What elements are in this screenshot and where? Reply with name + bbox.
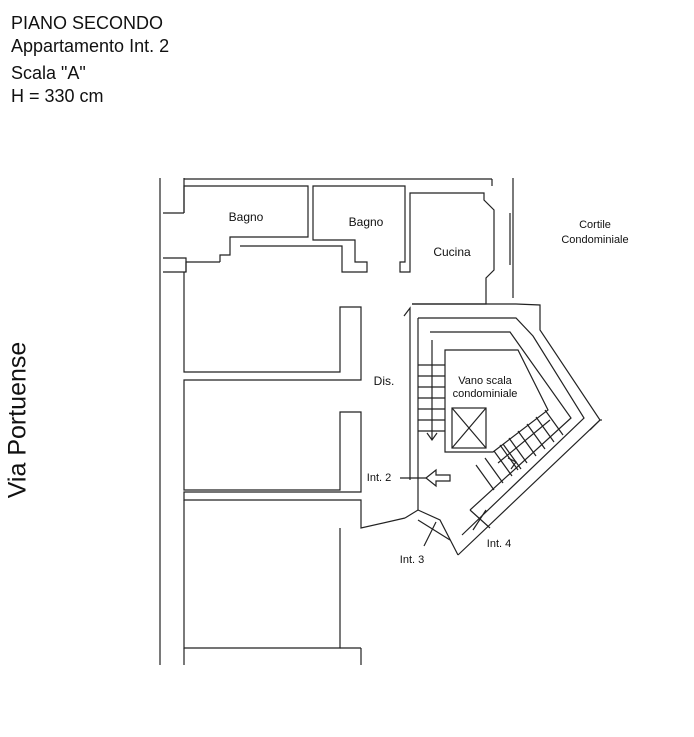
- unit-label-int4: Int. 4: [487, 538, 511, 550]
- room-label-condominiale: condominiale: [453, 388, 518, 400]
- ceiling-height-label: H = 330 cm: [11, 86, 104, 106]
- room-label-cucina: Cucina: [433, 245, 471, 259]
- cortile-label-1: Cortile: [579, 219, 611, 231]
- unit-label-int3: Int. 3: [400, 554, 424, 566]
- room-label-vano-scala: Vano scala: [458, 375, 512, 387]
- unit-label-int2: Int. 2: [367, 472, 391, 484]
- room-label-bagno-1: Bagno: [229, 210, 264, 224]
- plan-title-block: PIANO SECONDO Appartamento Int. 2 Scala …: [11, 12, 169, 108]
- staircase-label: Scala "A": [11, 63, 86, 83]
- room-label-dis: Dis.: [374, 374, 395, 388]
- floor-title: PIANO SECONDO: [11, 13, 164, 33]
- cortile-label-2: Condominiale: [561, 234, 628, 246]
- apartment-title: Appartamento Int. 2: [11, 36, 170, 56]
- room-label-bagno-2: Bagno: [349, 215, 384, 229]
- room-labels: Bagno Bagno Cucina Dis. Vano scala condo…: [229, 210, 629, 566]
- stair-treads-right: [475, 409, 564, 491]
- stair-treads-left: [418, 340, 445, 442]
- plan-walls: [159, 178, 602, 665]
